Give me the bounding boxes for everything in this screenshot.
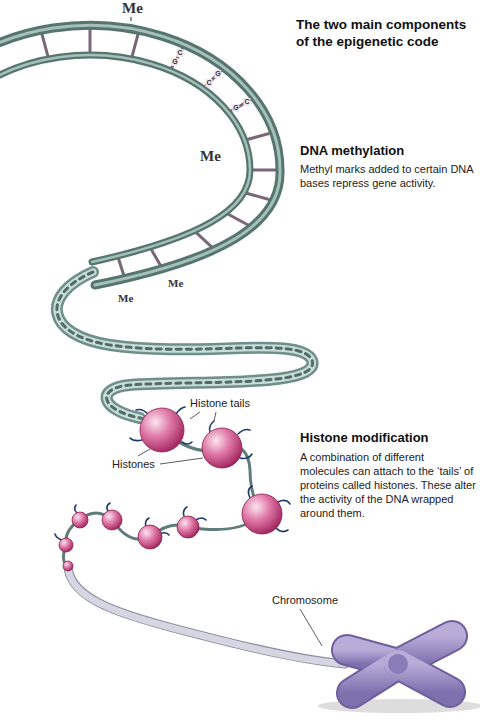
- leader-lines: [138, 412, 322, 646]
- histone-tails: [55, 407, 290, 540]
- part-label: Chromosome: [272, 594, 338, 607]
- dna-ladder-strands: [0, 25, 280, 285]
- chromosome-figure: [318, 636, 480, 713]
- part-label: Histone tails: [190, 397, 250, 410]
- methyl-mark: Me: [200, 148, 221, 165]
- methyl-mark: Me: [118, 292, 133, 305]
- section-heading: DNA methylation: [300, 143, 476, 159]
- section-text: Methyl marks added to certain DNA bases …: [300, 162, 476, 190]
- section-heading: Histone modification: [300, 430, 476, 446]
- histone-spheres: [59, 408, 282, 571]
- diagram-title: The two main components of the epigeneti…: [296, 16, 478, 50]
- section-text: A combination of different molecules can…: [300, 450, 476, 520]
- part-label: Histones: [112, 458, 155, 471]
- methyl-tick: [130, 17, 132, 21]
- base-letter: G: [232, 104, 239, 112]
- chromatin-fibre: [68, 568, 345, 664]
- base-letter: G: [214, 70, 221, 78]
- base-letter: C: [243, 98, 250, 106]
- double-helix: [57, 272, 313, 418]
- base-letter: C: [176, 49, 183, 57]
- base-letter: C: [205, 79, 212, 87]
- methyl-mark: Me: [168, 277, 183, 290]
- base-letter: G: [171, 58, 178, 66]
- base-pair-rungs: [41, 25, 280, 276]
- methyl-mark: Me: [122, 0, 143, 17]
